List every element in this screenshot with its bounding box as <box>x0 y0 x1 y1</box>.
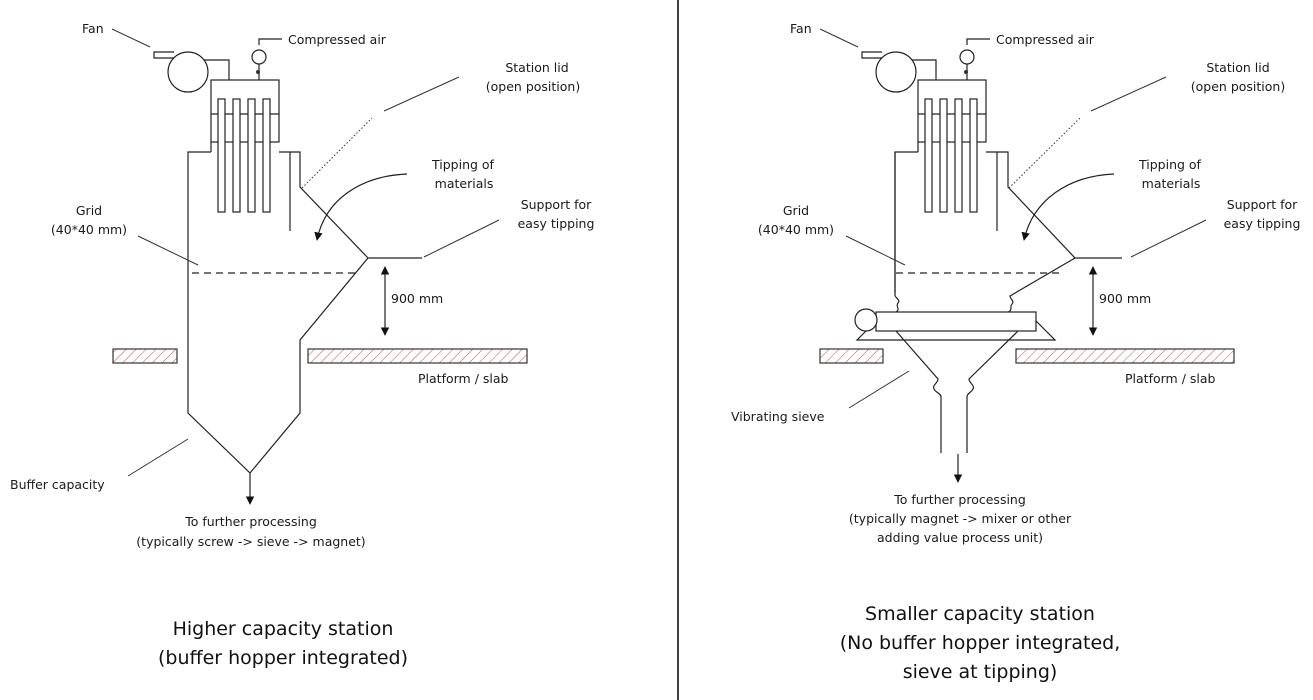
label-tipping-sub-right: materials <box>1142 176 1201 191</box>
label-tipping-sub: materials <box>435 176 494 191</box>
compressed-air-valve-right <box>959 38 990 80</box>
label-tipping-right: Tipping of <box>1138 157 1202 172</box>
label-height-right: 900 mm <box>1099 291 1151 306</box>
station-lid <box>301 117 373 189</box>
right-caption-subtitle: (No buffer hopper integrated, <box>840 632 1121 654</box>
label-platform: Platform / slab <box>418 371 509 386</box>
filter-housing-right <box>917 79 987 143</box>
compressed-air-valve <box>251 38 282 80</box>
label-support-sub: easy tipping <box>518 216 595 231</box>
label-station-lid-sub: (open position) <box>486 79 580 94</box>
platform-slab-left-right <box>819 348 884 364</box>
filter-housing <box>210 79 280 143</box>
label-height: 900 mm <box>391 291 443 306</box>
label-station-lid: Station lid <box>505 60 568 75</box>
label-fan-right: Fan <box>790 21 812 36</box>
left-station: Fan Compressed air Station lid (open pos… <box>10 21 594 669</box>
label-output-sub: (typically screw -> sieve -> magnet) <box>136 534 365 549</box>
label-station-lid-sub-right: (open position) <box>1191 79 1285 94</box>
label-compressed-air-right: Compressed air <box>996 32 1095 47</box>
label-grid-right: Grid <box>783 203 809 218</box>
label-grid-sub: (40*40 mm) <box>51 222 127 237</box>
label-tipping: Tipping of <box>431 157 495 172</box>
platform-slab-left <box>112 348 178 364</box>
right-caption-title: Smaller capacity station <box>865 603 1095 625</box>
support-leader-right <box>1130 219 1207 258</box>
tipping-arrow <box>314 173 408 241</box>
lid-leader <box>383 76 460 112</box>
label-fan: Fan <box>82 21 104 36</box>
label-output: To further processing <box>184 514 317 529</box>
label-output-sub-right: (typically magnet -> mixer or other <box>849 511 1072 526</box>
label-buffer: Buffer capacity <box>10 477 105 492</box>
label-platform-right: Platform / slab <box>1125 371 1216 386</box>
sieve-leader <box>848 370 910 409</box>
label-support: Support for <box>521 197 592 212</box>
label-output-right: To further processing <box>893 492 1026 507</box>
label-grid: Grid <box>76 203 102 218</box>
label-output-sub2-right: adding value process unit) <box>877 530 1043 545</box>
fan-symbol-right <box>861 51 937 93</box>
fan-leader-right <box>819 28 859 48</box>
station-lid-right <box>1008 117 1081 189</box>
platform-slab-right-right <box>1015 348 1235 364</box>
fan-symbol <box>153 51 230 93</box>
filter-bags <box>217 98 271 213</box>
vibrating-sieve <box>854 308 1057 453</box>
left-caption-subtitle: (buffer hopper integrated) <box>158 647 408 669</box>
fan-leader <box>111 28 151 48</box>
support-leader <box>423 219 500 258</box>
label-support-sub-right: easy tipping <box>1224 216 1301 231</box>
left-caption-title: Higher capacity station <box>173 618 394 640</box>
grid-leader <box>137 235 199 266</box>
lid-leader-right <box>1090 76 1167 112</box>
label-sieve: Vibrating sieve <box>731 409 825 424</box>
label-compressed-air: Compressed air <box>288 32 387 47</box>
label-grid-sub-right: (40*40 mm) <box>758 222 834 237</box>
right-station: Fan Compressed air Station lid (open pos… <box>731 21 1300 683</box>
buffer-leader <box>127 438 189 477</box>
filter-bags-right <box>924 98 978 213</box>
tipping-body-right <box>894 142 1122 314</box>
platform-slab-right <box>307 348 528 364</box>
label-station-lid-right: Station lid <box>1206 60 1269 75</box>
grid-leader-right <box>845 235 906 266</box>
hopper-body <box>187 142 422 474</box>
label-support-right: Support for <box>1227 197 1298 212</box>
tipping-arrow-right <box>1021 173 1115 241</box>
right-caption-subtitle-2: sieve at tipping) <box>903 661 1058 683</box>
